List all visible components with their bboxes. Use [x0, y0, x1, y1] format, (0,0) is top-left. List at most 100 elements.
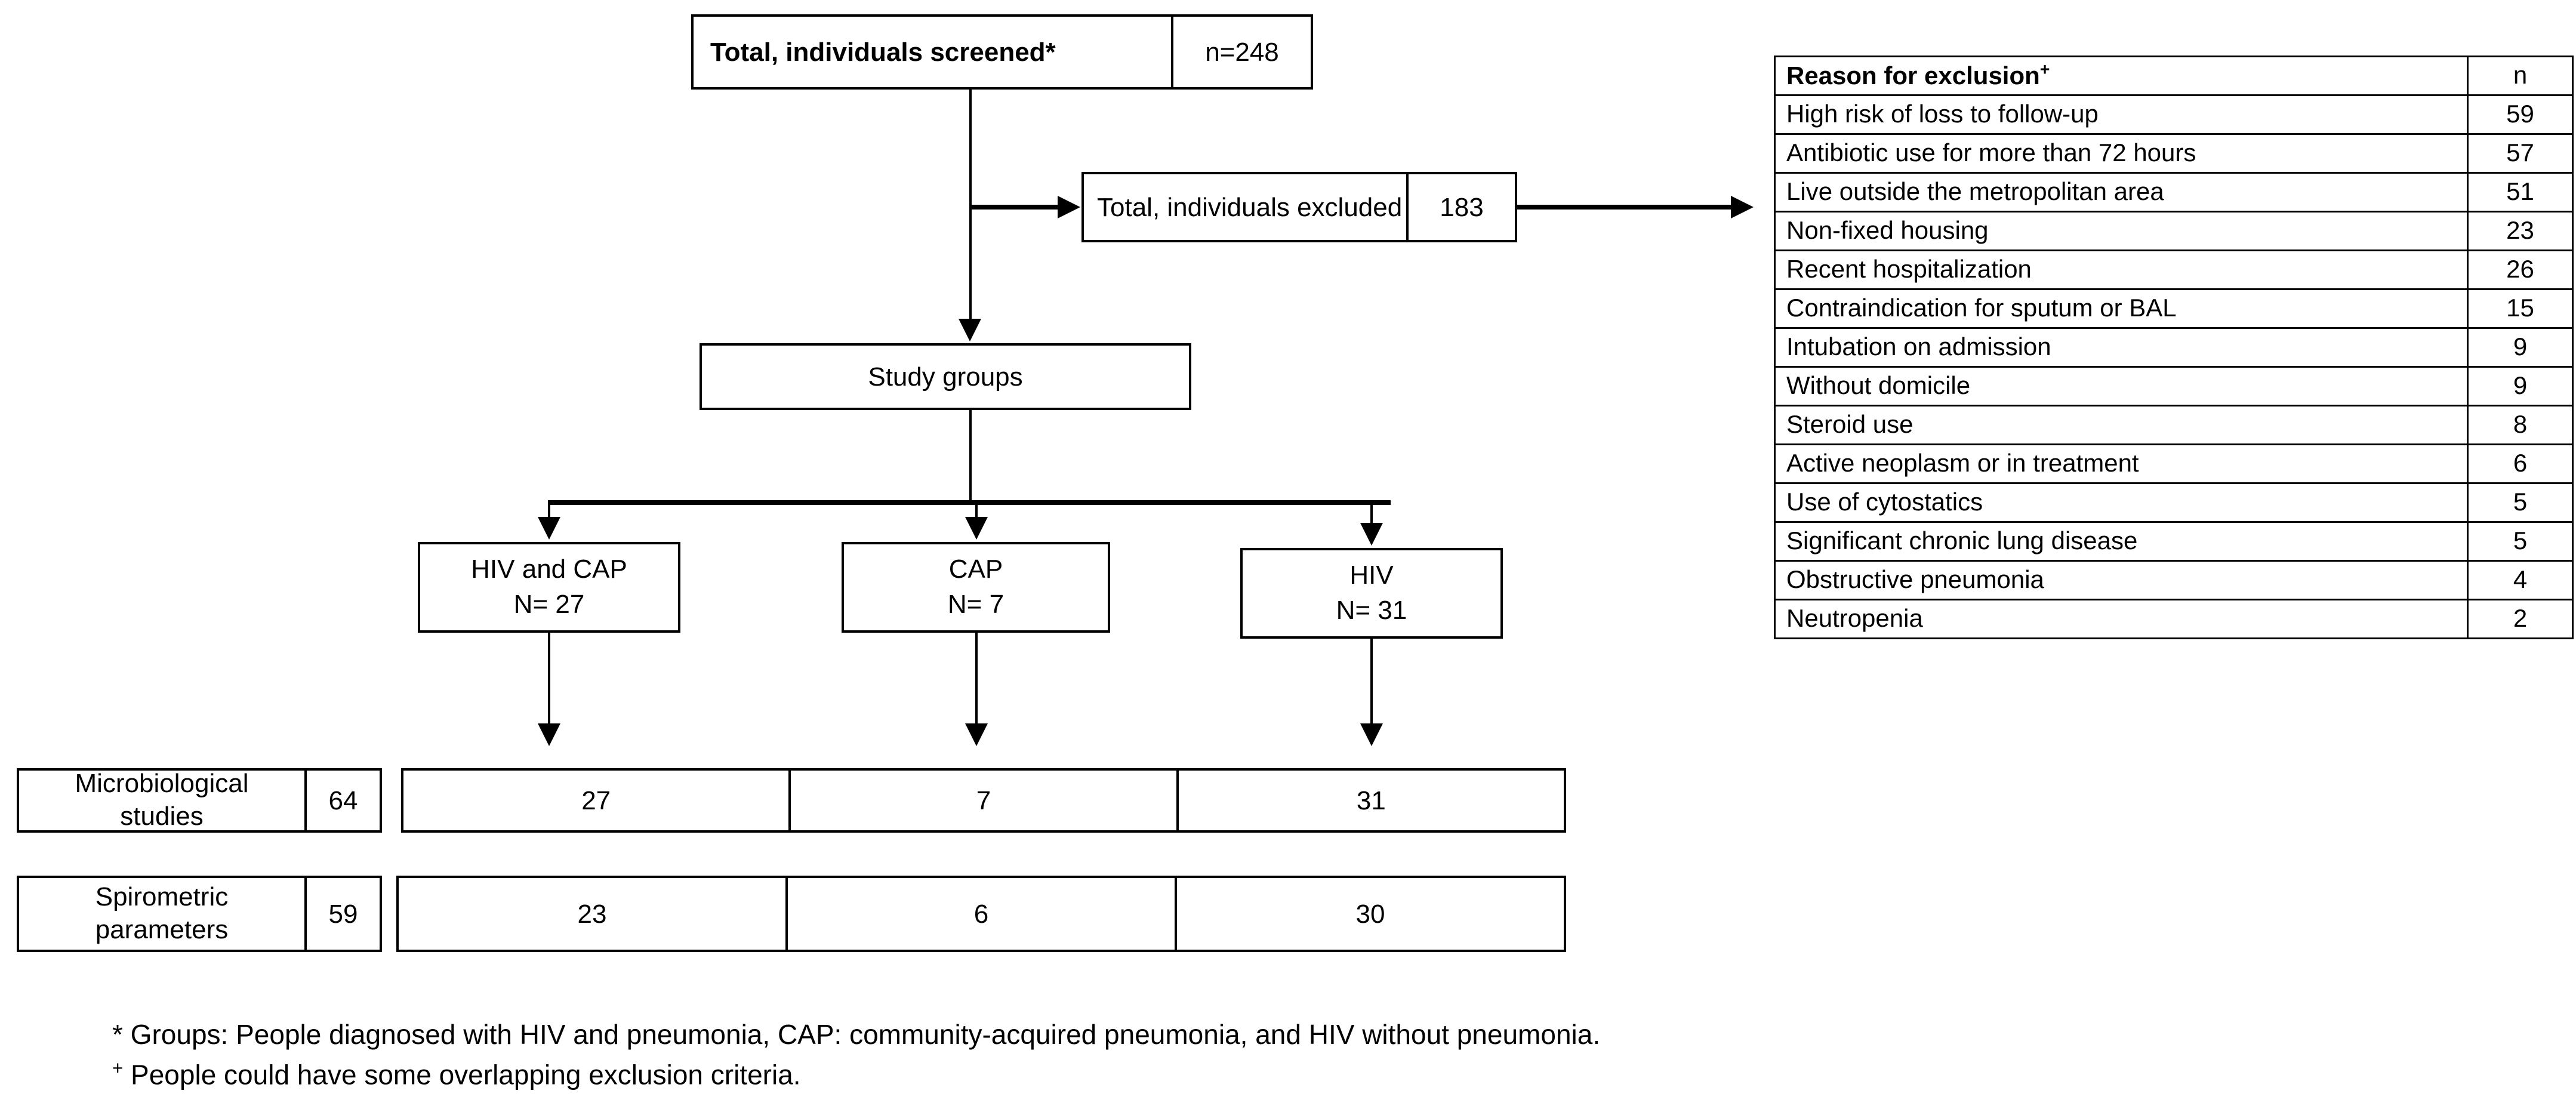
arrowhead-micro-2: [1360, 723, 1383, 746]
footnotes: * Groups: People diagnosed with HIV and …: [112, 1015, 2141, 1095]
connector-drop-group-2: [1370, 500, 1373, 528]
exclusion-count: 51: [2467, 172, 2574, 212]
microbiological-value-cap: 7: [788, 771, 1176, 830]
connector-trunk-to-excluded: [969, 205, 1059, 210]
exclusion-reason: Intubation on admission: [1774, 327, 2469, 368]
exclusion-count: 5: [2467, 521, 2574, 562]
exclusion-count: 9: [2467, 366, 2574, 406]
arrowhead-micro-0: [538, 723, 560, 746]
group-box-cap: CAP N= 7: [842, 542, 1110, 633]
group-count: N= 7: [947, 590, 1004, 619]
group-count: N= 31: [1336, 596, 1407, 625]
spirometric-label: Spirometric parameters: [19, 878, 304, 950]
microbiological-label-line1: Microbiological: [75, 769, 249, 799]
connector-study-groups-stem: [969, 410, 972, 503]
exclusion-reason: Live outside the metropolitan area: [1774, 172, 2469, 212]
footnote-star-text: Groups: People diagnosed with HIV and pn…: [122, 1019, 1601, 1050]
exclusion-count: 26: [2467, 249, 2574, 290]
group-name: HIV: [1349, 560, 1394, 590]
microbiological-values-row: 27 7 31: [401, 768, 1566, 833]
microbiological-total: 64: [304, 771, 380, 830]
arrowhead-group-2: [1360, 523, 1383, 546]
exclusion-reason: Recent hospitalization: [1774, 249, 2469, 290]
screened-label: Total, individuals screened*: [710, 37, 1056, 67]
exclusion-reason: Antibiotic use for more than 72 hours: [1774, 133, 2469, 174]
group-name: HIV and CAP: [471, 555, 627, 584]
group-name: CAP: [948, 555, 1003, 584]
exclusion-reasons-table: Reason for exclusion+ n High risk of los…: [1774, 56, 2574, 639]
footnote-dagger-text: People could have some overlapping exclu…: [123, 1059, 801, 1091]
arrowhead-group-0: [538, 517, 560, 540]
excluded-box: Total, individuals excluded 183: [1081, 172, 1517, 242]
spirometric-values-row: 23 6 30: [396, 876, 1566, 952]
exclusion-count: 2: [2467, 599, 2574, 639]
connector-group-2-to-micro: [1370, 639, 1373, 728]
connector-group-distribution-bar: [548, 500, 1391, 505]
connector-drop-group-0: [548, 500, 550, 522]
exclusion-reason: Non-fixed housing: [1774, 211, 2469, 251]
spirometric-value-cap: 6: [785, 878, 1175, 950]
group-box-hiv-and-cap: HIV and CAP N= 27: [418, 542, 680, 633]
connector-group-0-to-micro: [548, 633, 550, 728]
exclusion-count: 9: [2467, 327, 2574, 368]
exclusion-reason: Active neoplasm or in treatment: [1774, 443, 2469, 484]
spirometric-value-hiv-and-cap: 23: [577, 899, 607, 929]
exclusion-reason: Steroid use: [1774, 405, 2469, 445]
microbiological-label-line2: studies: [120, 802, 204, 831]
header-reason-marker: +: [2039, 60, 2050, 79]
screened-box: Total, individuals screened* n=248: [691, 14, 1313, 90]
spirometric-label-line2: parameters: [95, 915, 229, 944]
group-count: N= 27: [513, 590, 585, 619]
microbiological-value-hiv: 31: [1176, 771, 1564, 830]
connector-drop-group-1: [975, 500, 978, 522]
arrowhead-study-groups: [959, 319, 981, 341]
exclusion-reason: Without domicile: [1774, 366, 2469, 406]
excluded-count: 183: [1406, 174, 1515, 240]
exclusion-count: 8: [2467, 405, 2574, 445]
spirometric-total: 59: [304, 878, 380, 950]
arrowhead-group-1: [965, 517, 988, 540]
spirometric-label-line1: Spirometric: [95, 882, 229, 912]
microbiological-label-box: Microbiological studies 64: [17, 768, 382, 833]
footnote-groups: * Groups: People diagnosed with HIV and …: [112, 1015, 2141, 1055]
exclusion-count: 59: [2467, 94, 2574, 135]
exclusion-reason: Obstructive pneumonia: [1774, 560, 2469, 600]
footnote-star-marker: *: [112, 1019, 123, 1050]
excluded-label: Total, individuals excluded: [1097, 192, 1403, 222]
footnote-dagger-marker: +: [112, 1058, 124, 1079]
header-reason: Reason for exclusion+: [1774, 56, 2469, 96]
exclusion-reason: Use of cytostatics: [1774, 482, 2469, 523]
exclusion-reason: Contraindication for sputum or BAL: [1774, 288, 2469, 329]
arrowhead-exclusion-table: [1731, 196, 1754, 218]
spirometric-label-box: Spirometric parameters 59: [17, 876, 382, 952]
arrowhead-excluded: [1058, 196, 1080, 218]
exclusion-reason: Significant chronic lung disease: [1774, 521, 2469, 562]
table-header-row: Reason for exclusion+ n: [1774, 56, 2574, 96]
exclusion-reason: High risk of loss to follow-up: [1774, 94, 2469, 135]
exclusion-count: 6: [2467, 443, 2574, 484]
microbiological-label: Microbiological studies: [19, 769, 304, 831]
header-count: n: [2467, 56, 2574, 96]
spirometric-value-hiv: 30: [1175, 878, 1564, 950]
exclusion-count: 23: [2467, 211, 2574, 251]
microbiological-value-hiv-and-cap: 27: [581, 786, 611, 815]
exclusion-count: 4: [2467, 560, 2574, 600]
exclusion-count: 5: [2467, 482, 2574, 523]
exclusion-count: 57: [2467, 133, 2574, 174]
exclusion-reason: Neutropenia: [1774, 599, 2469, 639]
connector-excluded-to-table: [1517, 205, 1732, 210]
